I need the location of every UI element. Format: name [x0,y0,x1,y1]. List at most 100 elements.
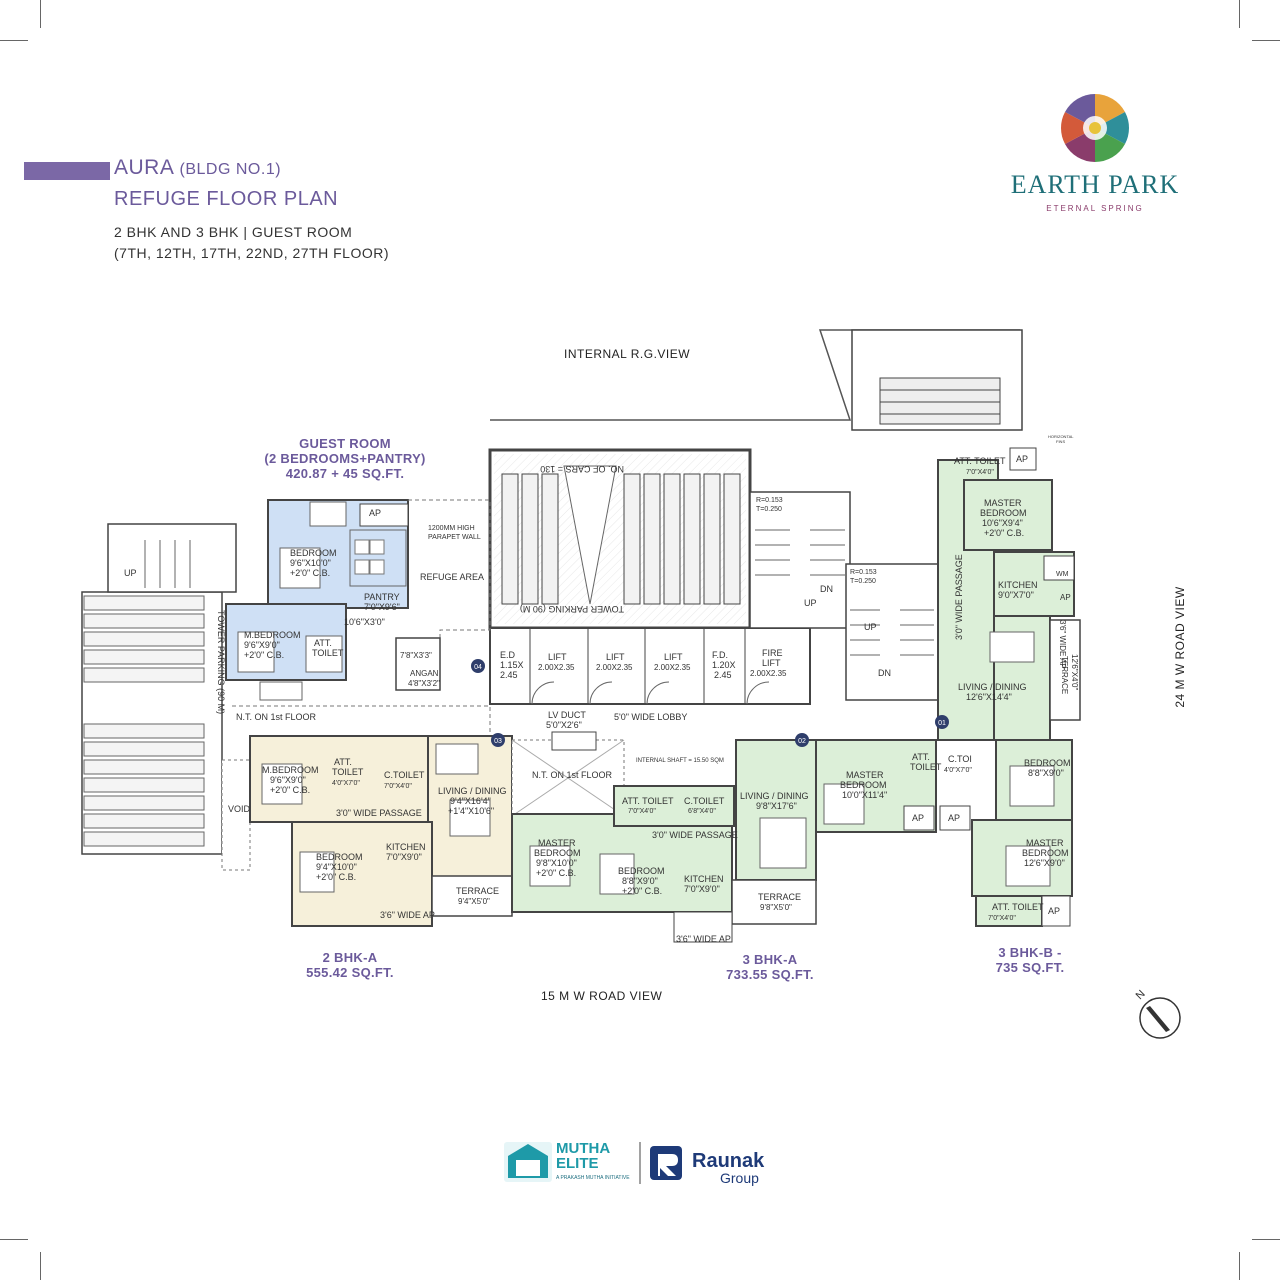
svg-text:+2'0" C.B.: +2'0" C.B. [984,528,1024,538]
bhk3a-terrace [731,879,817,925]
svg-text:2.00X2.35: 2.00X2.35 [750,669,787,678]
svg-text:BEDROOM: BEDROOM [534,848,581,858]
bhk2a-terrace [431,875,513,917]
svg-text:2.00X2.35: 2.00X2.35 [596,663,633,672]
svg-text:+2'0" C.B.: +2'0" C.B. [270,785,310,795]
svg-text:KITCHEN: KITCHEN [386,842,426,852]
floors-line: (7TH, 12TH, 17TH, 22ND, 27TH FLOOR) [114,245,390,261]
bhk3a-toilets [613,785,735,827]
svg-text:6'8"X4'0": 6'8"X4'0" [688,808,716,815]
svg-text:LV DUCT: LV DUCT [548,710,586,720]
svg-text:9'8"X5'0": 9'8"X5'0" [760,903,792,912]
svg-text:AP: AP [912,813,924,823]
svg-text:KITCHEN: KITCHEN [684,874,724,884]
svg-text:7'0"X4'0": 7'0"X4'0" [384,783,412,790]
svg-text:2.00X2.35: 2.00X2.35 [538,663,575,672]
compass-north-label: N [1134,988,1148,1002]
central-parking-slots [501,473,741,605]
lv-duct [551,731,597,751]
raunak-name: Raunak [692,1150,765,1172]
left-stair-block [107,523,237,593]
bhk3b-label: 3 BHK-B - 735 SQ.FT. [995,945,1065,975]
svg-text:3'6" WIDE AP: 3'6" WIDE AP [1058,620,1067,669]
svg-text:7'0"X9'0": 7'0"X9'0" [684,884,720,894]
svg-text:ATT. TOILET: ATT. TOILET [992,902,1044,912]
svg-text:MASTER: MASTER [1026,838,1064,848]
svg-text:+2'0" C.B.: +2'0" C.B. [244,650,284,660]
svg-text:FIRE: FIRE [762,648,783,658]
plan-title: REFUGE FLOOR PLAN [114,188,339,210]
building-title: AURA (BLDG NO.1) [114,156,282,179]
svg-text:4'0"X7'0": 4'0"X7'0" [944,767,972,774]
svg-text:04: 04 [474,664,482,671]
svg-text:9'4"X10'0": 9'4"X10'0" [316,862,357,872]
brand-tagline: ETERNAL SPRING [1046,204,1144,213]
svg-text:4'8"X3'2": 4'8"X3'2" [408,679,440,688]
svg-text:MASTER: MASTER [846,770,884,780]
svg-text:TERRACE: TERRACE [758,892,801,902]
svg-text:AP: AP [1048,906,1060,916]
svg-text:C.TOILET: C.TOILET [384,770,425,780]
nt-left-outline [232,705,491,738]
svg-text:PARAPET WALL: PARAPET WALL [428,534,481,541]
svg-text:M.BEDROOM: M.BEDROOM [262,765,319,775]
svg-text:NO. OF CARS = 130: NO. OF CARS = 130 [540,464,624,474]
svg-text:TOILET: TOILET [312,648,344,658]
svg-text:9'4"X5'0": 9'4"X5'0" [458,897,490,906]
svg-text:3'0" WIDE PASSAGE: 3'0" WIDE PASSAGE [954,554,964,640]
svg-text:C.TOI: C.TOI [948,754,972,764]
bottom-view-label: 15 M W ROAD VIEW [541,989,663,1003]
svg-text:F.D.: F.D. [712,650,728,660]
left-parking-slots [83,595,205,847]
svg-text:BEDROOM: BEDROOM [980,508,1027,518]
mutha-elite-tagline: A PRAKASH MUTHA INITIATIVE [556,1175,630,1181]
svg-text:N.T. ON 1st FLOOR: N.T. ON 1st FLOOR [532,770,613,780]
svg-text:TOWER PARKING (90 M): TOWER PARKING (90 M) [216,610,226,714]
svg-text:03: 03 [494,738,502,745]
raunak-group-emblem-icon [650,1146,682,1180]
svg-text:LIFT: LIFT [548,652,567,662]
svg-text:+2'0" C.B.: +2'0" C.B. [622,886,662,896]
top-view-label: INTERNAL R.G.VIEW [564,347,691,361]
svg-text:LIFT: LIFT [762,658,781,668]
svg-text:+2'0" C.B.: +2'0" C.B. [316,872,356,882]
svg-text:9'4"X16'4": 9'4"X16'4" [450,796,491,806]
bhk2a-label: 2 BHK-A 555.42 SQ.FT. [306,950,394,980]
svg-text:2.00X2.35: 2.00X2.35 [654,663,691,672]
svg-text:10'6"X9'4": 10'6"X9'4" [982,518,1023,528]
svg-text:BEDROOM: BEDROOM [290,548,337,558]
svg-text:ATT. TOILET: ATT. TOILET [954,456,1006,466]
bhk3a-ap [673,911,733,943]
svg-text:12'6"X4'0": 12'6"X4'0" [1070,654,1079,690]
svg-text:WM: WM [1056,571,1069,578]
svg-text:8'8"X9'0": 8'8"X9'0" [1028,768,1064,778]
svg-text:ATT.: ATT. [912,752,930,762]
svg-text:LIVING / DINING: LIVING / DINING [438,786,507,796]
svg-text:2.45: 2.45 [500,670,518,680]
svg-text:BEDROOM: BEDROOM [618,866,665,876]
svg-text:M.BEDROOM: M.BEDROOM [244,630,301,640]
top-right-parking-slots [879,377,1001,425]
svg-text:N.T. ON 1st FLOOR: N.T. ON 1st FLOOR [236,712,317,722]
svg-text:DN: DN [820,584,833,594]
svg-text:9'6"X9'0": 9'6"X9'0" [270,775,306,785]
svg-text:REFUGE AREA: REFUGE AREA [420,572,484,582]
unit-marker-03: 03 [491,733,505,747]
earth-park-logo [1061,94,1129,162]
svg-text:2.45: 2.45 [714,670,732,680]
crop-mark [1252,40,1280,41]
svg-text:UP: UP [124,568,137,578]
crop-mark [1252,1239,1280,1240]
crop-mark [1239,1252,1240,1280]
unit-marker-01: 01 [935,715,949,729]
mutha-elite-emblem-icon [504,1142,552,1182]
crop-mark [40,0,41,28]
svg-text:C.TOILET: C.TOILET [684,796,725,806]
svg-text:AP: AP [369,508,381,518]
unit-marker-04: 04 [471,659,485,673]
svg-text:TOILET: TOILET [332,767,364,777]
crop-mark [0,40,28,41]
svg-text:1200MM HIGH: 1200MM HIGH [428,525,475,532]
svg-text:8'8"X9'0": 8'8"X9'0" [622,876,658,886]
